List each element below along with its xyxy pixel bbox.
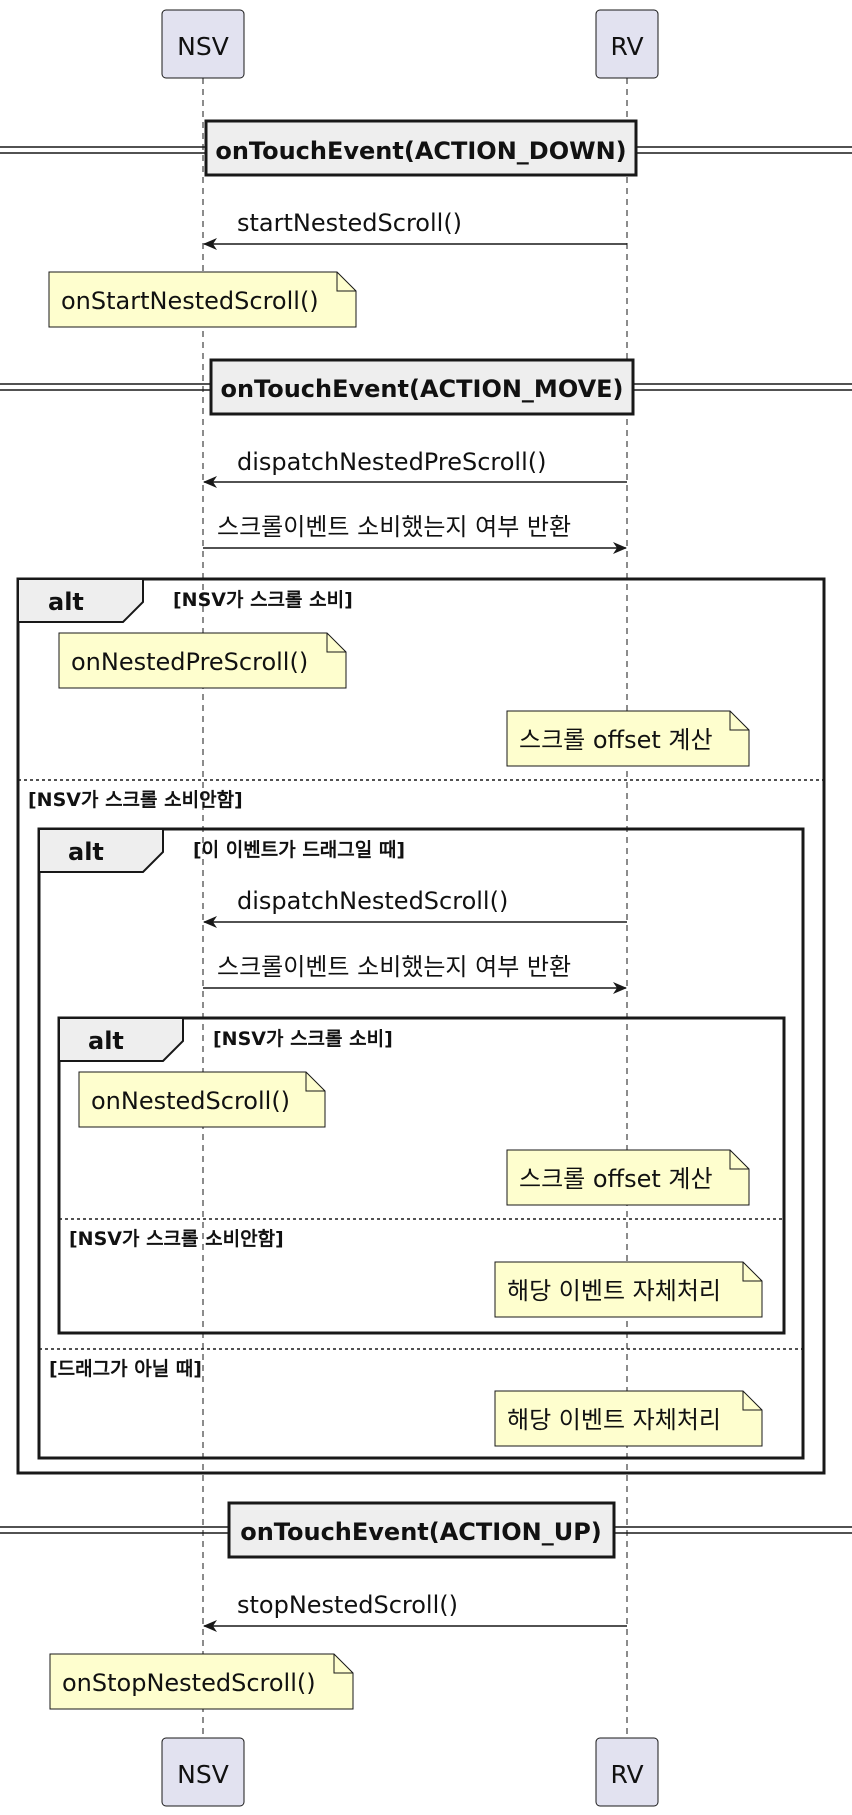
- note-label: 스크롤 offset 계산: [519, 726, 713, 754]
- note-label: onStartNestedScroll(): [61, 287, 319, 315]
- message-start-nested-scroll: startNestedScroll(): [203, 209, 627, 250]
- note-handle-event-itself: 해당 이벤트 자체처리: [494, 1261, 763, 1318]
- message-label: 스크롤이벤트 소비했는지 여부 반환: [217, 513, 571, 541]
- note-scroll-offset-calc: 스크롤 offset 계산: [506, 710, 750, 767]
- alt-keyword: alt: [48, 588, 84, 616]
- note-label: onNestedScroll(): [91, 1087, 290, 1115]
- divider-label: onTouchEvent(ACTION_UP): [240, 1518, 602, 1546]
- alt-else-condition: [NSV가 스크롤 소비안함]: [69, 1228, 284, 1250]
- participant-rv-label: RV: [610, 1760, 643, 1789]
- note-on-stop-nested-scroll: onStopNestedScroll(): [49, 1653, 354, 1710]
- alt-keyword: alt: [88, 1027, 124, 1055]
- note-on-start-nested-scroll: onStartNestedScroll(): [48, 271, 357, 328]
- divider-action-down: onTouchEvent(ACTION_DOWN): [0, 119, 852, 177]
- alt-else-condition: [NSV가 스크롤 소비안함]: [28, 789, 243, 811]
- note-label: 해당 이벤트 자체처리: [507, 1277, 721, 1305]
- note-on-nested-pre-scroll: onNestedPreScroll(): [58, 632, 347, 689]
- alt-else-condition: [드래그가 아닐 때]: [49, 1358, 202, 1380]
- participant-rv-bottom: RV: [595, 1737, 659, 1807]
- divider-label: onTouchEvent(ACTION_MOVE): [220, 375, 623, 403]
- alt-condition: [NSV가 스크롤 소비]: [213, 1028, 393, 1050]
- message-label: 스크롤이벤트 소비했는지 여부 반환: [217, 953, 571, 981]
- divider-action-up: onTouchEvent(ACTION_UP): [0, 1501, 852, 1559]
- note-label: 스크롤 offset 계산: [519, 1165, 713, 1193]
- message-return-consumed: 스크롤이벤트 소비했는지 여부 반환: [203, 953, 627, 994]
- alt-condition: [이 이벤트가 드래그일 때]: [193, 839, 405, 861]
- participant-rv-top: RV: [595, 9, 659, 79]
- message-dispatch-nested-pre-scroll: dispatchNestedPreScroll(): [203, 448, 627, 488]
- message-stop-nested-scroll: stopNestedScroll(): [203, 1591, 627, 1632]
- alt-fragment-middle: alt [이 이벤트가 드래그일 때] [드래그가 아닐 때]: [37, 827, 805, 1460]
- note-on-nested-scroll: onNestedScroll(): [78, 1071, 326, 1128]
- participant-rv-label: RV: [610, 32, 643, 61]
- note-scroll-offset-calc: 스크롤 offset 계산: [506, 1149, 750, 1206]
- note-handle-event-itself: 해당 이벤트 자체처리: [494, 1390, 763, 1447]
- alt-condition: [NSV가 스크롤 소비]: [173, 589, 353, 611]
- message-return-consumed: 스크롤이벤트 소비했는지 여부 반환: [203, 513, 627, 554]
- note-label: onStopNestedScroll(): [62, 1669, 316, 1697]
- alt-fragment-outer: alt [NSV가 스크롤 소비] [NSV가 스크롤 소비안함]: [16, 577, 826, 1475]
- note-label: 해당 이벤트 자체처리: [507, 1406, 721, 1434]
- divider-action-move: onTouchEvent(ACTION_MOVE): [0, 358, 852, 416]
- note-label: onNestedPreScroll(): [71, 648, 308, 676]
- participant-nsv-bottom: NSV: [161, 1737, 245, 1807]
- participant-nsv-top: NSV: [161, 9, 245, 79]
- alt-keyword: alt: [68, 838, 104, 866]
- alt-fragment-inner: alt [NSV가 스크롤 소비] [NSV가 스크롤 소비안함]: [57, 1016, 786, 1335]
- message-label: stopNestedScroll(): [237, 1591, 458, 1619]
- participant-nsv-label: NSV: [177, 1760, 229, 1789]
- divider-label: onTouchEvent(ACTION_DOWN): [215, 137, 626, 165]
- message-label: startNestedScroll(): [237, 209, 462, 237]
- participant-nsv-label: NSV: [177, 32, 229, 61]
- message-dispatch-nested-scroll: dispatchNestedScroll(): [203, 887, 627, 928]
- message-label: dispatchNestedPreScroll(): [237, 448, 546, 476]
- message-label: dispatchNestedScroll(): [237, 887, 508, 915]
